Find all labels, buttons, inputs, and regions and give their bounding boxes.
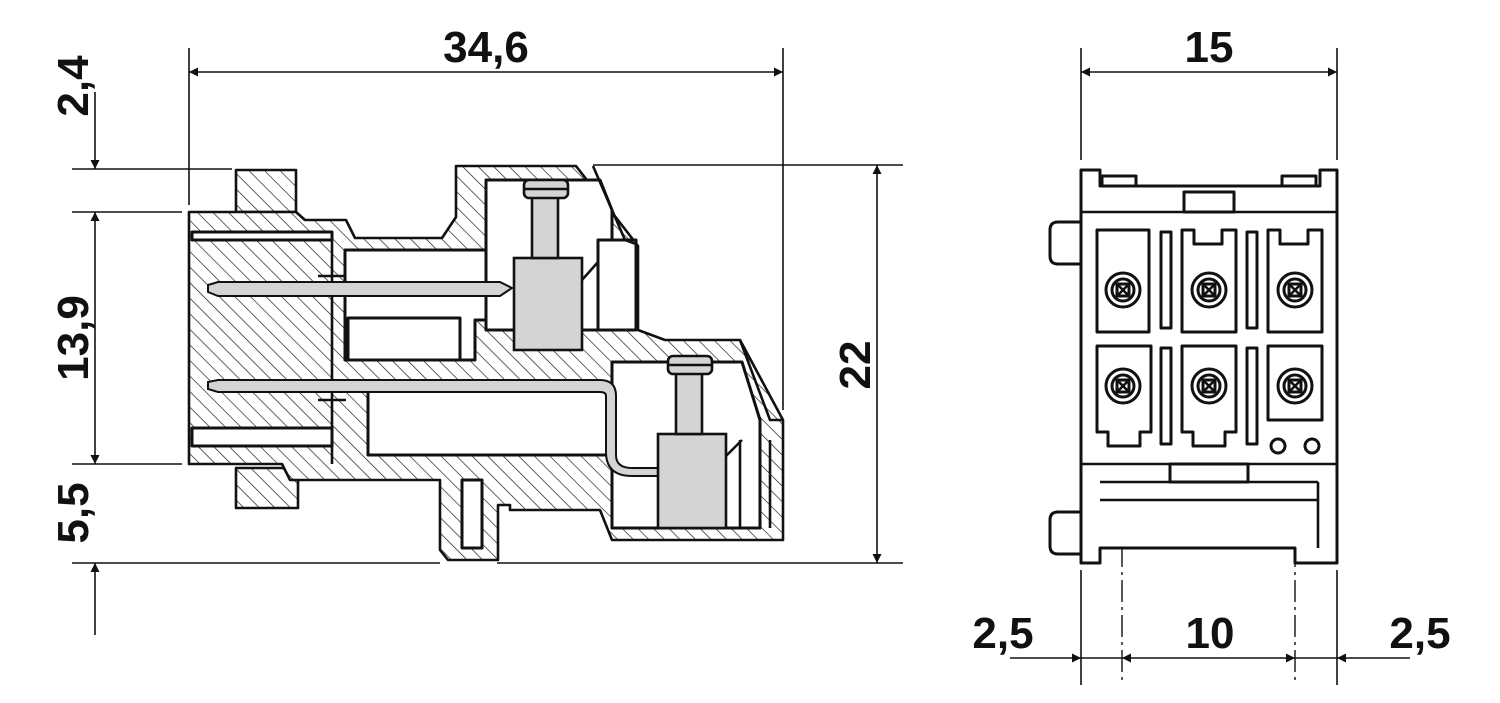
side-pins (207, 281, 663, 477)
side-lower-clamp (656, 354, 743, 530)
dim-side-middle: 13,9 (49, 295, 98, 381)
front-terminals (1095, 228, 1324, 455)
dim-side-height: 22 (831, 341, 880, 390)
side-extension-lines (72, 48, 903, 564)
separator-slot (1159, 346, 1173, 446)
side-view: 34,6 2,4 13,9 5,5 22 (49, 23, 903, 635)
terminal-top-1 (1095, 228, 1151, 334)
terminal-bottom-2 (1180, 344, 1238, 448)
terminal-top-3 (1266, 228, 1324, 334)
side-upper-clamp (512, 178, 599, 352)
separator-slot (1245, 346, 1259, 446)
dim-front-right: 2,5 (1389, 609, 1450, 658)
dim-side-top-offset: 2,4 (49, 55, 98, 117)
terminal-top-2 (1180, 228, 1238, 334)
front-view: 15 2,5 10 2,5 (972, 23, 1451, 685)
dim-side-bottom: 5,5 (49, 482, 98, 543)
dim-front-left: 2,5 (972, 609, 1033, 658)
side-dimension-lines (90, 67, 882, 635)
terminal-bottom-3 (1266, 344, 1324, 455)
front-dimension-lines (1010, 67, 1410, 663)
dim-front-pitch: 10 (1186, 609, 1235, 658)
separator-slot (1245, 230, 1259, 330)
terminal-bottom-1 (1095, 344, 1153, 448)
separator-slot (1159, 230, 1173, 330)
dim-front-width: 15 (1185, 23, 1234, 72)
dim-side-width: 34,6 (443, 23, 529, 72)
